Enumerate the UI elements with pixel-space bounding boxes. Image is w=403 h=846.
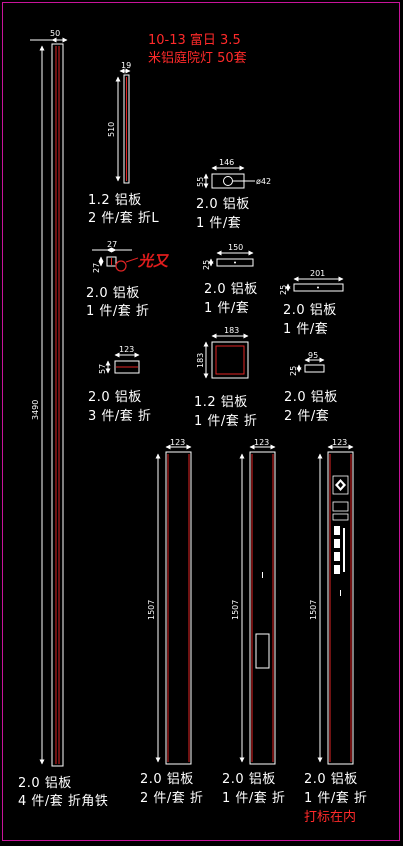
title-line-2: 米铝庭院灯 50套 <box>148 50 247 66</box>
panel-c-logo <box>332 475 349 495</box>
square-width-text: 183 <box>224 326 239 335</box>
plate-150-width-text: 150 <box>228 243 243 252</box>
panel-a-part: 123 1507 2.0 铝板 2 件/套 折 <box>140 438 203 806</box>
panel-c-label-qty: 1 件/套 折 <box>304 790 367 806</box>
plate-123-width-text: 123 <box>119 345 134 354</box>
plate-123-outline <box>114 360 140 374</box>
pole-width-text: 50 <box>50 29 60 38</box>
plate-95-label-qty: 2 件/套 <box>284 408 329 424</box>
pole-part: 50 3490 2.0 铝板 4 件/套 折角铁 <box>18 29 108 809</box>
strip-length-text: 510 <box>107 122 116 137</box>
plate-123-label-qty: 3 件/套 折 <box>88 408 151 424</box>
plate-201-width-text: 201 <box>310 269 325 278</box>
plate-201-outline <box>293 283 344 292</box>
small-fold-height-text: 27 <box>92 263 101 273</box>
panel-b-cutout <box>255 633 270 669</box>
small-fold-part: 27 27 光又 2.0 铝板 1 件/套 折 <box>86 240 170 319</box>
strip-label-qty: 2 件/套 折L <box>88 210 159 226</box>
strip-label-material: 1.2 铝板 <box>88 193 142 208</box>
signature-stroke <box>125 257 139 263</box>
plate-201-hole <box>317 286 319 289</box>
panel-c-brand-marks <box>334 526 345 574</box>
plate-201-label-material: 2.0 铝板 <box>283 303 337 318</box>
strip-outline <box>123 74 130 184</box>
title-line-1: 10-13 富日 3.5 <box>148 32 241 48</box>
panel-a-label-qty: 2 件/套 折 <box>140 790 203 806</box>
plate-hole-label-qty: 1 件/套 <box>196 215 241 231</box>
pole-length-text: 3490 <box>31 400 40 420</box>
plate-hole-width-text: 146 <box>219 158 234 167</box>
plate-150-part: 150 25 2.0 铝板 1 件/套 <box>202 243 258 316</box>
plate-123-height-text: 57 <box>98 364 107 374</box>
panel-c-badge <box>332 501 349 512</box>
panel-c-part: 123 1507 2.0 铝板 1 件/套 折 打标在内 <box>304 438 367 825</box>
panel-a-outline <box>165 451 192 765</box>
signature-circle <box>115 260 127 272</box>
panel-b-outline <box>249 451 276 765</box>
pole-outline <box>51 43 64 767</box>
small-fold-label-material: 2.0 铝板 <box>86 286 140 301</box>
panel-c-outline <box>327 451 354 765</box>
panel-c-length-text: 1507 <box>309 600 318 620</box>
panel-b-label-qty: 1 件/套 折 <box>222 790 285 806</box>
plate-150-outline <box>216 258 254 267</box>
plate-hole-circle <box>223 176 233 186</box>
panel-a-length-text: 1507 <box>147 600 156 620</box>
panel-a-width-text: 123 <box>170 438 185 447</box>
panel-a-label-material: 2.0 铝板 <box>140 772 194 787</box>
square-fold-lines <box>215 345 245 375</box>
panel-c-label-material: 2.0 铝板 <box>304 772 358 787</box>
plate-95-height-text: 25 <box>289 366 298 376</box>
plate-150-height-text: 25 <box>202 260 211 270</box>
panel-c-badge <box>332 513 349 521</box>
plate-123-part: 123 57 2.0 铝板 3 件/套 折 <box>88 345 151 424</box>
square-outline <box>211 341 249 379</box>
plate-hole-label-material: 2.0 铝板 <box>196 197 250 212</box>
drawing-border <box>2 2 400 841</box>
plate-hole-height-text: 55 <box>196 177 205 187</box>
square-label-material: 1.2 铝板 <box>194 395 248 410</box>
plate-201-part: 201 25 2.0 铝板 1 件/套 <box>279 269 344 337</box>
plate-201-label-qty: 1 件/套 <box>283 321 328 337</box>
plate-hole-part: 146 ø42 55 2.0 铝板 1 件/套 <box>196 158 271 231</box>
square-height-text: 183 <box>196 353 205 368</box>
plate-201-height-text: 25 <box>279 285 288 295</box>
square-label-qty: 1 件/套 折 <box>194 413 257 429</box>
panel-b-length-text: 1507 <box>231 600 240 620</box>
panel-b-part: 123 1507 2.0 铝板 1 件/套 折 <box>222 438 285 806</box>
plate-95-label-material: 2.0 铝板 <box>284 390 338 405</box>
square-183-part: 183 183 1.2 铝板 1 件/套 折 <box>194 326 257 429</box>
panel-b-width-text: 123 <box>254 438 269 447</box>
plate-150-label-qty: 1 件/套 <box>204 300 249 316</box>
plate-95-part: 95 25 2.0 铝板 2 件/套 <box>284 351 338 424</box>
panel-c-note: 打标在内 <box>304 809 356 825</box>
signature-mark: 光又 <box>137 252 170 270</box>
strip-bent-part: 19 510 1.2 铝板 2 件/套 折L <box>88 61 159 226</box>
small-fold-width-text: 27 <box>107 240 117 249</box>
pole-label-qty: 4 件/套 折角铁 <box>18 793 108 809</box>
plate-150-label-material: 2.0 铝板 <box>204 282 258 297</box>
plate-123-label-material: 2.0 铝板 <box>88 390 142 405</box>
panel-c-width-text: 123 <box>332 438 347 447</box>
strip-width-text: 19 <box>121 61 131 70</box>
plate-hole-diameter-text: ø42 <box>256 177 271 186</box>
small-fold-outline <box>106 256 117 267</box>
pole-label-material: 2.0 铝板 <box>18 776 72 791</box>
plate-150-hole <box>234 261 236 264</box>
panel-b-label-material: 2.0 铝板 <box>222 772 276 787</box>
plate-95-width-text: 95 <box>308 351 318 360</box>
plate-95-outline <box>304 364 325 373</box>
small-fold-label-qty: 1 件/套 折 <box>86 303 149 319</box>
